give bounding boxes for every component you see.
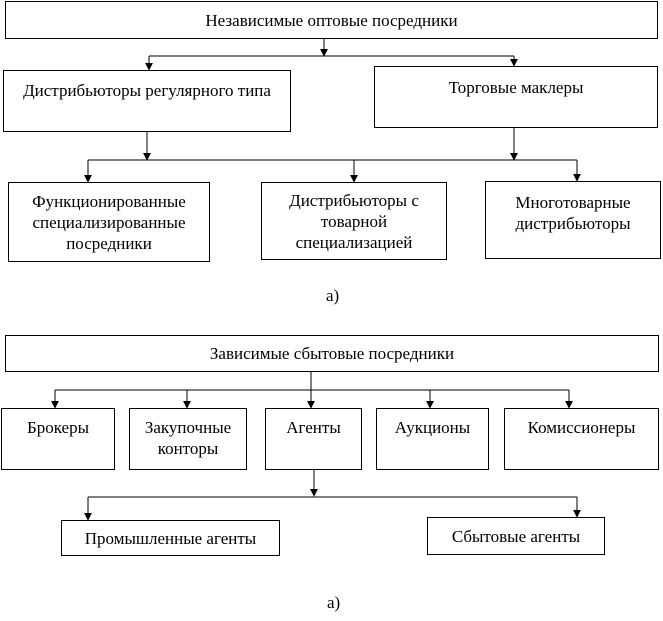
node-label: Комиссионеры <box>527 418 636 437</box>
node-label: Зависимые сбытовые посредники <box>209 344 455 363</box>
node-label: Дистрибьюторы регулярного типа <box>23 81 271 100</box>
node-dependent-sales-intermediaries: Зависимые сбытовые посредники <box>5 335 659 372</box>
node-label: Многотоварные дистрибьюторы <box>515 193 631 233</box>
node-auctions: Аукционы <box>376 408 489 470</box>
node-label: Агенты <box>286 418 341 437</box>
node-agents: Агенты <box>265 408 362 470</box>
node-label: Брокеры <box>26 418 90 437</box>
node-label: Независимые оптовые посредники <box>205 10 458 30</box>
node-purchasing-offices: Закупочные конторы <box>129 408 247 470</box>
node-label: Закупочные конторы <box>144 418 232 458</box>
caption-a: а) <box>326 286 340 305</box>
node-industrial-agents: Промышленные агенты <box>61 520 280 556</box>
node-product-specialized-distributors: Дистрибьюторы с товарной специализацией <box>261 182 447 260</box>
node-regular-distributors: Дистрибьюторы регулярного типа <box>3 70 291 132</box>
node-trade-brokers: Торговые маклеры <box>374 66 658 128</box>
node-label: Сбытовые агенты <box>451 526 581 546</box>
node-multi-product-distributors: Многотоварные дистрибьюторы <box>485 181 661 259</box>
node-label: Функционированные специализированные пос… <box>32 191 186 253</box>
node-brokers: Брокеры <box>1 408 115 470</box>
node-label: Дистрибьюторы с товарной специализацией <box>289 190 419 252</box>
node-commission-agents: Комиссионеры <box>504 408 659 470</box>
node-functional-specialized-intermediaries: Функционированные специализированные пос… <box>8 182 210 262</box>
node-label: Торговые маклеры <box>448 78 584 97</box>
caption-b: а) <box>327 593 341 612</box>
node-independent-wholesale-intermediaries: Независимые оптовые посредники <box>5 1 658 39</box>
node-sales-agents: Сбытовые агенты <box>427 517 605 555</box>
node-label: Аукционы <box>394 418 471 437</box>
node-label: Промышленные агенты <box>84 528 257 548</box>
